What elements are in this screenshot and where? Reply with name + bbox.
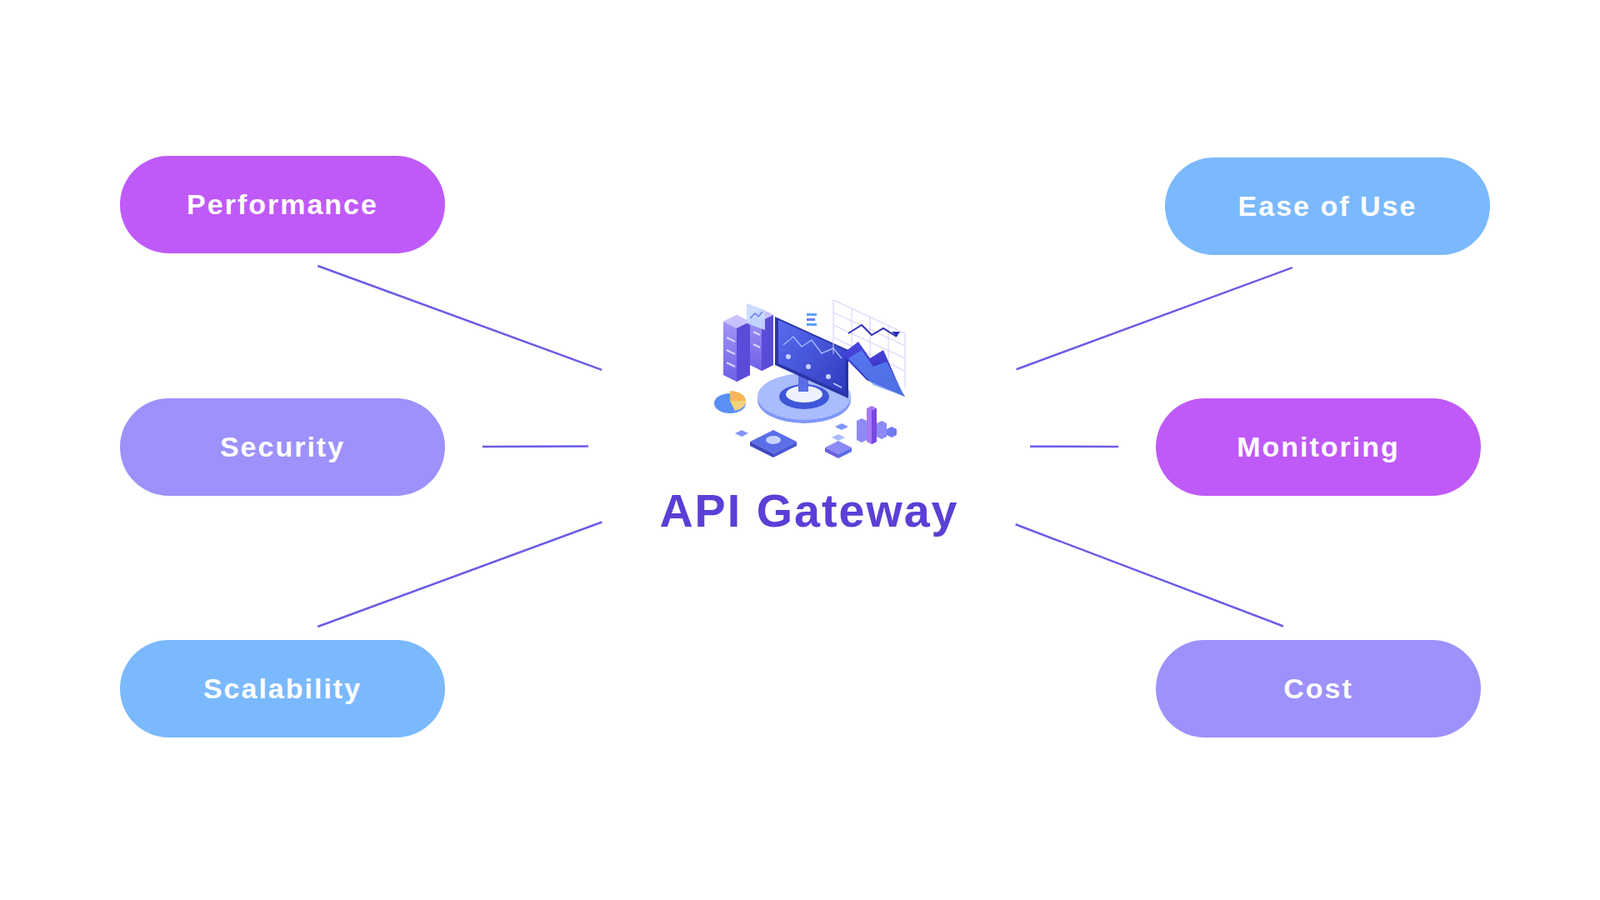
pie-chart [714, 390, 746, 414]
connector-line [1015, 524, 1284, 626]
pill-label: Monitoring [1236, 430, 1400, 464]
hub-title: API Gateway [611, 484, 1007, 538]
connector-line [317, 265, 602, 370]
pill-label: Ease of Use [1238, 190, 1418, 223]
chart-panel [806, 300, 905, 397]
aspect-pill: Security [120, 398, 445, 496]
aspect-pill: Performance [120, 155, 445, 254]
aspect-pill: Monitoring [1155, 398, 1481, 496]
bar-blocks [856, 405, 897, 445]
aspect-pill: Scalability [120, 640, 445, 738]
pill-label: Scalability [203, 672, 362, 705]
connector-line [482, 445, 589, 448]
connector-line [317, 521, 602, 626]
pill-label: Cost [1283, 672, 1354, 705]
aspect-pill: Ease of Use [1165, 157, 1490, 255]
monitor [775, 316, 849, 399]
connector-line [1016, 267, 1293, 370]
hub-circle: API Gateway [611, 248, 1007, 644]
aspect-pill: Cost [1155, 640, 1481, 738]
monitor-base [757, 373, 851, 424]
pill-label: Performance [186, 188, 379, 221]
floating-panel [746, 303, 765, 330]
floor-tiles [735, 423, 852, 459]
server-towers [723, 309, 774, 382]
pill-label: Security [220, 430, 345, 464]
connector-line [1030, 445, 1119, 448]
hub-shape [611, 248, 1007, 644]
